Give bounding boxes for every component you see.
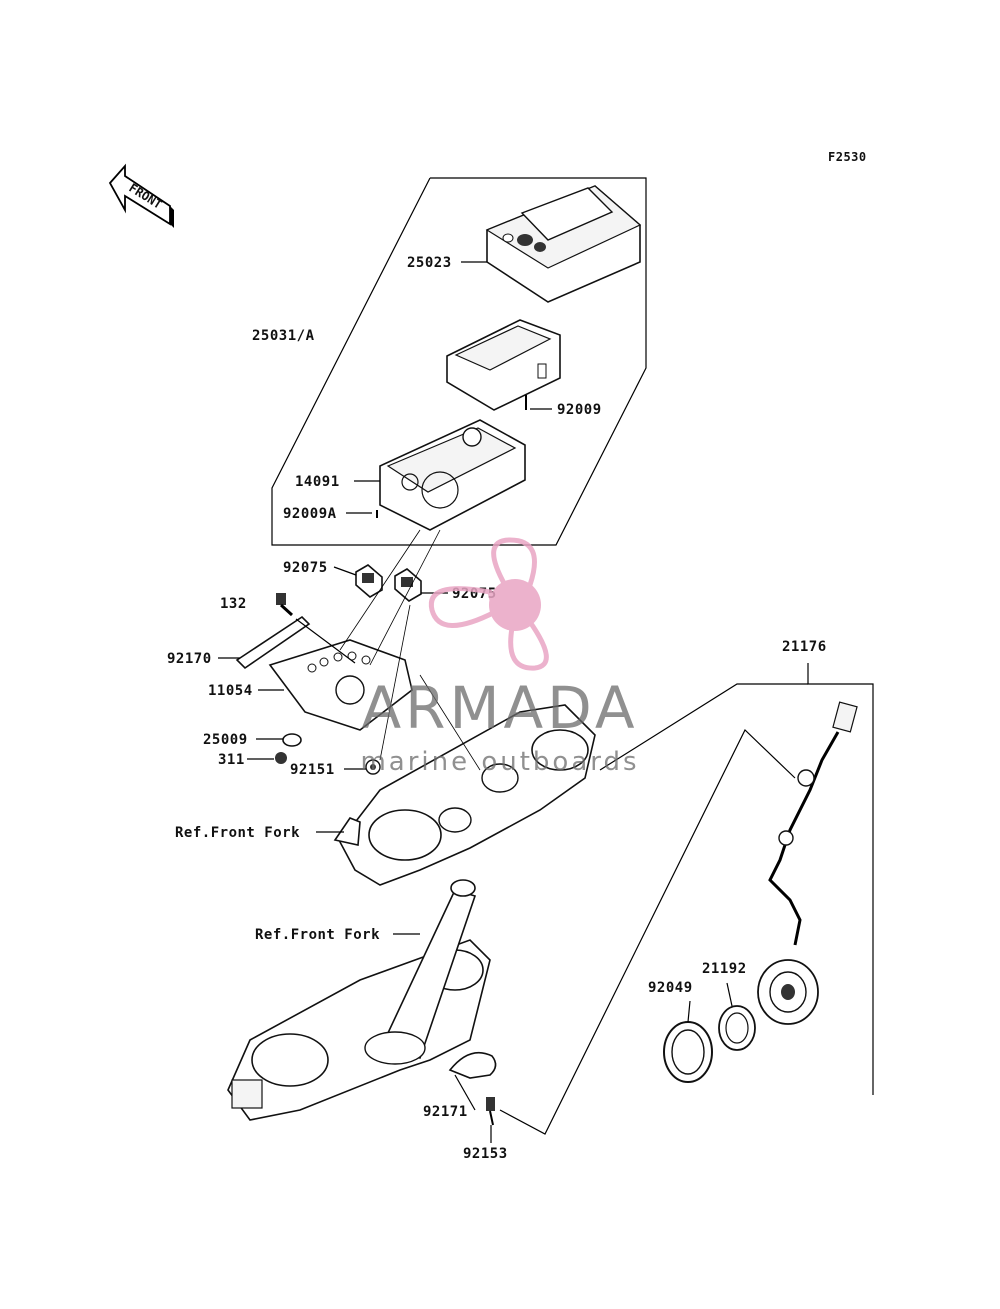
meter-unit-part [446,319,561,411]
bracket-holes [307,651,371,705]
watermark-tagline: marine outboards [360,747,639,777]
callout-14091: 14091 [295,474,340,490]
seal-92049-part [663,1021,713,1083]
callout-132: 132 [220,596,247,612]
bolt-132-part [276,593,294,617]
meter-assembly-outline [271,177,647,546]
ring-21192-part [718,1005,756,1051]
callout-21176: 21176 [782,639,827,655]
callout-ref-front-fork-lower: Ref.Front Fork [255,927,380,943]
callout-21192: 21192 [702,961,747,977]
callout-92075-left: 92075 [283,560,328,576]
callout-labels: 25023 25031/A 92009 14091 92009A 92075 9… [167,255,827,1162]
lower-fork-bracket-part [227,879,491,1121]
callout-92151: 92151 [290,762,335,778]
nut-92151-part [365,759,381,775]
callout-25009: 25009 [203,732,248,748]
propeller-logo-icon [428,537,549,671]
meter-cover-part [485,185,642,303]
watermark-brand: ARMADA [361,674,638,742]
callout-25031a: 25031/A [252,328,315,344]
speed-sensor-cable-part [757,701,858,1025]
callout-92049: 92049 [648,980,693,996]
washer-25009-part [282,733,302,747]
callout-11054: 11054 [208,683,253,699]
callout-92170: 92170 [167,651,212,667]
grommet-part-left [355,564,383,598]
callout-92009: 92009 [557,402,602,418]
callout-311: 311 [218,752,245,768]
callout-25023: 25023 [407,255,452,271]
callout-ref-front-fork-upper: Ref.Front Fork [175,825,300,841]
callout-92171: 92171 [423,1104,468,1120]
bolt-92153-part [486,1097,495,1126]
bracket-92170-part [235,615,311,670]
clamp-92171-part [448,1051,497,1079]
grommet-part-right [394,568,422,602]
leader-lines [218,261,874,1143]
diagram-code: F2530 [828,150,867,164]
meter-case-part [376,419,526,531]
callout-92009a: 92009A [283,506,337,522]
front-arrow-icon: FRONT [108,163,174,228]
armada-watermark: ARMADA marine outboards [360,537,639,777]
callout-92153: 92153 [463,1146,508,1162]
nut-311-part [275,752,287,764]
upper-fork-bracket-part [333,704,596,886]
